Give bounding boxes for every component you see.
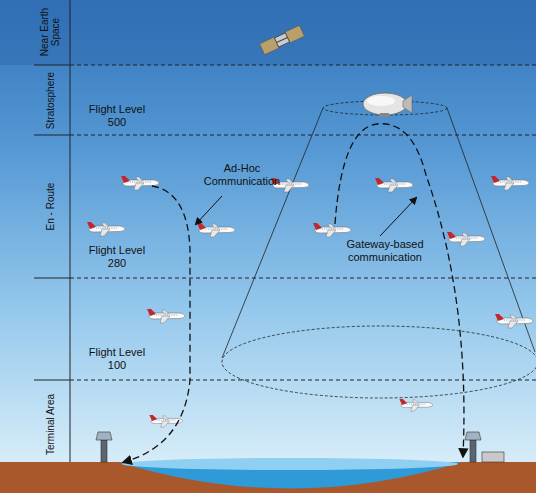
layer-name: Stratosphere: [45, 67, 56, 133]
callout-text: Gateway-based communication: [338, 238, 432, 264]
flight-level: Flight Level 100: [86, 346, 148, 372]
layer-name: En - Route: [45, 146, 56, 266]
flight-level: Flight Level 280: [86, 244, 148, 270]
flight-level: Flight Level 500: [86, 103, 148, 129]
layer-name: Terminal Area: [45, 381, 56, 467]
callout-text: Ad-Hoc Communication: [200, 162, 284, 188]
layer-name: Near Earth Space: [39, 3, 61, 61]
